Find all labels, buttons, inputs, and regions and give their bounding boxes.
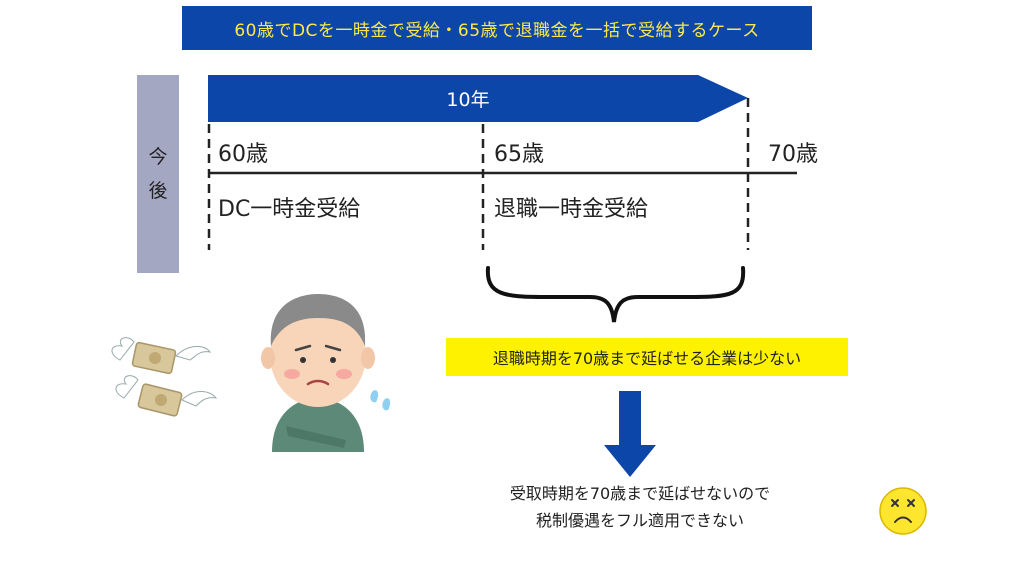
conclusion-line-1: 受取時期を70歳まで延ばせないので [509,484,771,503]
flying-money-icon-2 [115,375,218,417]
sad-face-icon [879,487,927,535]
side-label-char-1: 今 [148,146,168,168]
period-arrow [208,75,748,122]
event-label-dc: DC一時金受給 [218,197,361,222]
conclusion-text: 受取時期を70歳まで延ばせないので 税制優遇をフル適用できない [470,480,810,534]
curly-brace [485,266,746,323]
worried-elderly-man-icon [261,294,391,452]
event-label-retirement: 退職一時金受給 [494,197,649,222]
title-banner: 60歳でDCを一時金で受給・65歳で退職金を一括で受給するケース [182,6,812,50]
down-arrow [604,391,656,477]
title-text: 60歳でDCを一時金で受給・65歳で退職金を一括で受給するケース [234,20,760,41]
flying-money-icon [111,337,212,375]
age-label-60: 60歳 [218,142,268,167]
note-text: 退職時期を70歳まで延ばせる企業は少ない [492,349,802,368]
note-box: 退職時期を70歳まで延ばせる企業は少ない [446,338,848,376]
side-label-char-2: 後 [148,180,168,202]
period-label: 10年 [446,89,490,111]
age-label-65: 65歳 [494,142,544,167]
age-label-70: 70歳 [768,142,818,167]
side-label-bar: 今 後 [137,75,179,273]
conclusion-line-2: 税制優遇をフル適用できない [535,511,744,530]
